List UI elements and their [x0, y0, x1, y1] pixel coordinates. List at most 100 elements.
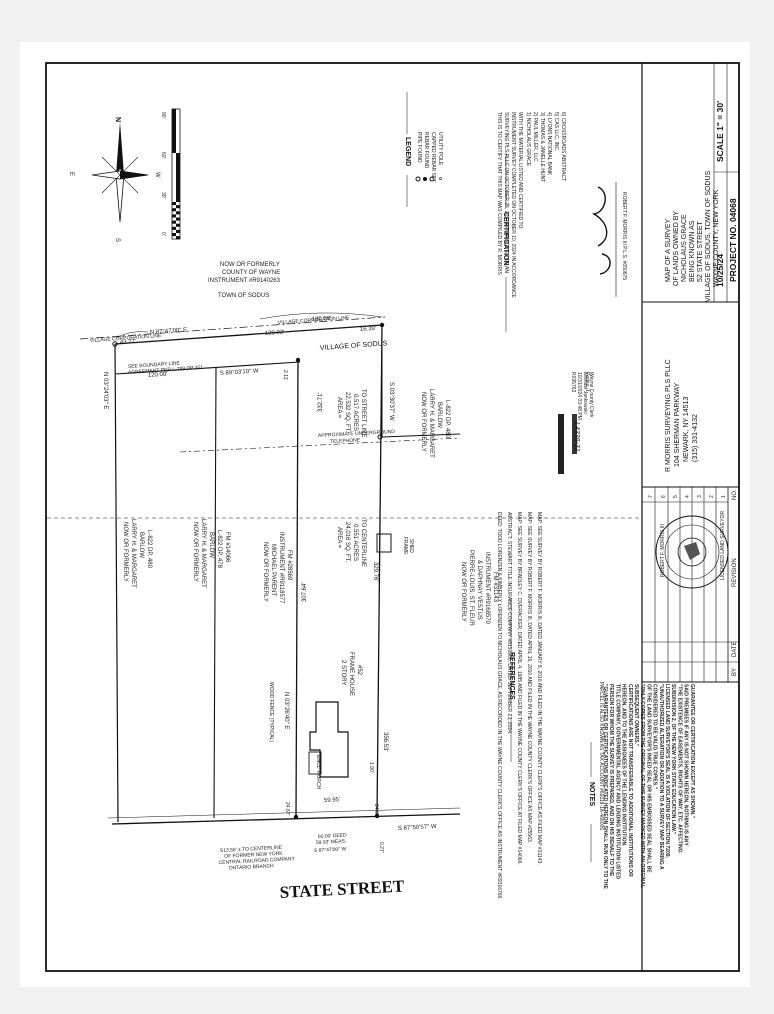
- village-line-label-2: VILLAGE CORPORATION LINE: [278, 315, 350, 326]
- scale-check: [172, 220, 176, 224]
- porch-label: ENCL. PORCH: [315, 755, 321, 790]
- references-text: DEED: TODD LORENZEN & KIMBERLY LORENZEN …: [496, 512, 542, 901]
- legend-items: PIPE FOUND REBAR FOUND CAPPED REBAR SET …: [416, 132, 443, 184]
- owner-east-top: NOW OR FORMERLY LARRY H. & MARGARET BARL…: [420, 389, 450, 459]
- disclaimer-block: "GUARANTEES OR CERTIFICATIONS INDICATED …: [602, 684, 695, 889]
- dim-59: 59.95': [324, 797, 340, 804]
- dim-180: 180.58': [312, 316, 332, 323]
- disclaimer-line: CERTIFICATIONS ARE NOT TRANSFERABLE TO A…: [627, 684, 633, 877]
- dim-right-bearing: S 87°50'57" W: [398, 824, 437, 832]
- north-arrow-icon: N E W S: [68, 117, 160, 242]
- dim-190: 1.90': [368, 762, 374, 773]
- dim-307: 307.64': [302, 583, 308, 603]
- scale-check: [176, 211, 180, 215]
- references-heading: REFERENCES: [508, 652, 515, 700]
- north-label: N: [114, 117, 121, 122]
- area-north: AREA = 22,532 SQ. FT. 0.517 ACRES TO STR…: [336, 389, 366, 437]
- scale-label: 60': [160, 152, 166, 159]
- disclaimer-line: LICENSED LAND SURVEYOR'S SEAL IS A VIOLA…: [664, 684, 670, 859]
- scale-check: [176, 229, 180, 233]
- lot-labels: NOW OR FORMERLY COUNTY OF WAYNE INSTRUME…: [102, 262, 498, 902]
- street-line: [111, 813, 461, 825]
- disclaimer-line: SUBDIVISION 2, OF THE NEW YORK STATE EDU…: [670, 684, 676, 835]
- disclaimer-line: "ONLY COPIES FROM THE ORIGINAL OF THIS S…: [639, 684, 645, 888]
- compass-south: S: [114, 238, 120, 242]
- disclaimer-line: "THE EXISTENCE OF EASEMENTS, RIGHTS OF W…: [676, 684, 682, 853]
- signer-name: ROBERT F. MORRIS III P.L.S. #050675: [621, 192, 627, 280]
- rev-num: 2: [709, 495, 715, 498]
- owner-west-mid: NOW OR FORMERLY LARRY H. & MARGARET BARL…: [192, 519, 230, 589]
- scale-check: [176, 217, 180, 221]
- house-outline: [309, 701, 349, 778]
- stamp-handwritten: L4336-31: [573, 422, 580, 452]
- porch-outline: [308, 751, 322, 775]
- rev-num: 4: [685, 495, 691, 498]
- title-block: MAP OF A SURVEY OF LANDS OWNED BY NICHOL…: [602, 63, 739, 971]
- dim-left-bearing: N 03°24'03" E: [102, 372, 108, 409]
- scale-check: [176, 205, 180, 209]
- dim-mid-bearing: S 89°03'10" W: [220, 368, 259, 377]
- references-block: REFERENCES DEED: TODD LORENZEN & KIMBERL…: [496, 512, 604, 901]
- sheet-border: [45, 62, 740, 972]
- legend-block: LEGEND o PIPE FOUND REBAR FOUND CAPPED R…: [404, 92, 443, 207]
- disclaimer-line: SAID PREMISES IF ANY IS NOT SHOWN HEREON…: [683, 684, 689, 846]
- signature: [591, 186, 611, 275]
- owner-east-bottom: NOW OR FORMERLY PIERRE-LOUIS, ST. FLEUR …: [460, 550, 498, 627]
- wood-fence-label: WOOD FENCE (TYPICAL): [268, 682, 274, 742]
- dim-329: 329.76': [372, 562, 378, 582]
- dim-120-92: 120.92': [265, 330, 285, 337]
- boundary-label-1: SEE BOUNDARY LINE: [128, 360, 181, 370]
- scale-block: [172, 109, 176, 153]
- disclaimer-line: HEREON, AND TO THE ASSIGNEES OF THE LEND…: [621, 684, 627, 847]
- certification-heading: CERTIFICATION: [502, 212, 509, 266]
- dim-meas: 59.93' MEAS.: [316, 838, 347, 846]
- recording-stamp: Pages: 1 R035763 10/31/2024 03:48 PM Mic…: [558, 372, 594, 474]
- lot-drawing: VILLAGE CORPORATION LINE VILLAGE CORPORA…: [47, 312, 642, 825]
- west-boundary: [114, 343, 119, 823]
- rev-num: 3: [697, 495, 703, 498]
- street-name: STATE STREET: [279, 876, 405, 902]
- rev-num: 6: [661, 495, 667, 498]
- dim-top-bearing: N 87°47'00" E: [150, 327, 188, 336]
- title-project: PROJECT NO. 04068: [728, 198, 738, 282]
- revision-table: NO. REVISION DATE BY 1 2 3 4 5 6 7: [642, 487, 739, 682]
- dim-332: 332.71': [318, 393, 324, 413]
- scale-bar: 0' 30' 60' 90': [160, 108, 181, 240]
- rev-num: 7: [648, 495, 654, 498]
- disclaimer-line: OF THE LAND SURVEYOR'S INKED SEAL OR HIS…: [645, 684, 651, 873]
- dim-24-right: 24.67': [373, 804, 379, 818]
- disclaimer-line: TITLE COMPANY, GOVERNMENTAL AGENCY AND L…: [614, 684, 620, 879]
- dim-24-left: 24.67': [284, 802, 290, 816]
- survey-sheet: MAP OF A SURVEY OF LANDS OWNED BY NICHOL…: [20, 42, 750, 987]
- dim-356: 356.53': [382, 732, 388, 752]
- boundary-label-2: AGREEMENT PER L-789 DP 351: [128, 365, 204, 376]
- village-label: VILLAGE OF SODUS: [320, 340, 388, 352]
- compass-west: W: [154, 172, 160, 178]
- rev-by-header: BY: [732, 668, 738, 676]
- scale-check: [176, 236, 180, 240]
- owner-west-far: NOW OR FORMERLY LARRY H. & MARGARET BARL…: [122, 519, 152, 589]
- shed-outline: [376, 533, 392, 553]
- dim-bottom-bearing: S 87°47'00" W: [314, 846, 347, 854]
- disclaimer-line: PERSON FOR WHOM THE SURVEY IS PREPARED, …: [608, 684, 614, 877]
- shed-label: FRAME SHED: [402, 537, 414, 556]
- seal-bottom-text: LICENSED LAND SURVEYOR: [720, 511, 726, 580]
- compass-east: E: [68, 172, 74, 176]
- village-line: [79, 316, 386, 340]
- surveyor-seal: ROBERT F. MORRIS III LICENSED LAND SURVE…: [655, 511, 729, 589]
- subject-east-line: [376, 324, 383, 817]
- scale-block: [176, 153, 180, 202]
- dim-211: 2.11': [282, 370, 288, 380]
- owner-top: NOW OR FORMERLY COUNTY OF WAYNE INSTRUME…: [208, 262, 282, 284]
- notes-heading: NOTES: [588, 782, 595, 806]
- disclaimer-line: "GUARANTEES OR CERTIFICATIONS INDICATED …: [602, 684, 608, 889]
- disclaimer-line: CONSIDERED TO BE VALID TRUE COPIES.": [652, 684, 658, 790]
- dim-east-bearing: S 03°30'37" W: [388, 382, 394, 421]
- scale-check: [172, 214, 176, 218]
- north-boundary: [114, 324, 383, 345]
- scale-check: [172, 208, 176, 212]
- legend-heading: LEGEND: [404, 137, 411, 166]
- scale-check: [172, 226, 176, 230]
- certification-block: CERTIFICATION THIS IS TO CERTIFY THAT TH…: [496, 112, 627, 332]
- town-label: TOWN OF SODUS: [218, 293, 269, 299]
